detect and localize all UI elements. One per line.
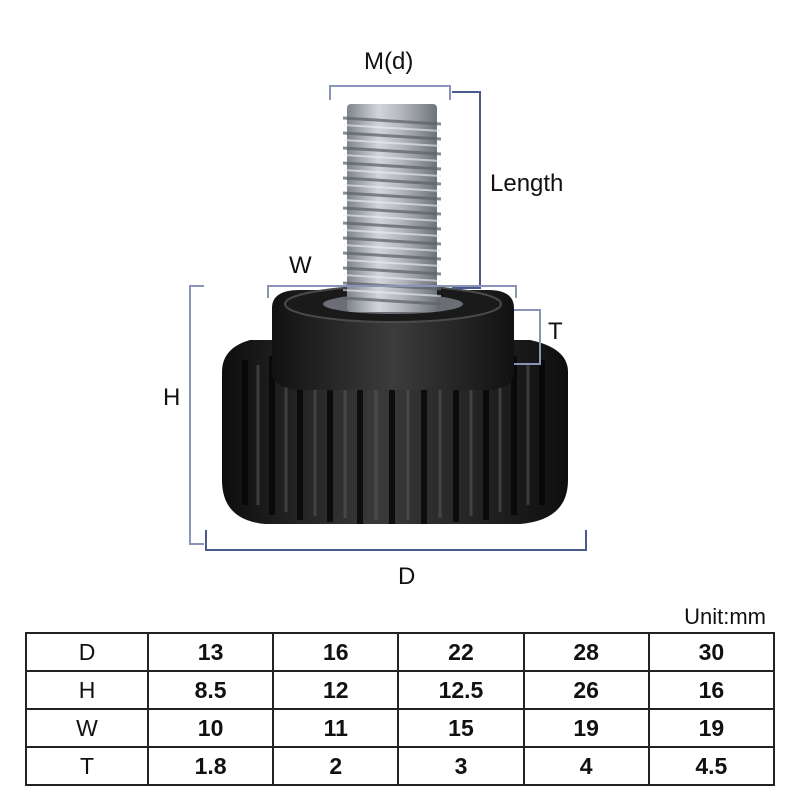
d-dimension-line — [205, 530, 587, 551]
table-cell: 30 — [647, 632, 776, 672]
md-dimension-line — [329, 85, 451, 100]
w-dimension-line — [267, 285, 517, 298]
table-cell: 4.5 — [647, 746, 776, 786]
table-cell: 28 — [522, 632, 650, 672]
table-cell: 8.5 — [146, 670, 275, 710]
w-label: W — [289, 252, 312, 279]
table-cell: 22 — [397, 632, 525, 672]
row-header: H — [25, 670, 149, 710]
table-cell: 12 — [272, 670, 400, 710]
table-cell: 10 — [146, 708, 275, 748]
row-header: W — [25, 708, 149, 748]
t-label: T — [548, 318, 563, 345]
table-cell: 15 — [397, 708, 525, 748]
h-dimension-line — [189, 285, 204, 545]
table-row: T 1.8 2 3 4 4.5 — [25, 746, 776, 786]
unit-label: Unit:mm — [684, 604, 766, 629]
table-row: D 13 16 22 28 30 — [25, 632, 776, 672]
table-cell: 19 — [522, 708, 650, 748]
table-cell: 13 — [146, 632, 275, 672]
length-dimension-line — [452, 91, 481, 289]
threaded-stud — [342, 104, 442, 312]
table-cell: 1.8 — [146, 746, 275, 786]
table-cell: 26 — [522, 670, 650, 710]
table-row: H 8.5 12 12.5 26 16 — [25, 670, 776, 710]
dimension-lines — [189, 85, 587, 551]
table-row: W 10 11 15 19 19 — [25, 708, 776, 748]
table-cell: 16 — [647, 670, 776, 710]
table-cell: 16 — [272, 632, 400, 672]
knob-diagram — [189, 85, 587, 551]
table-cell: 12.5 — [397, 670, 525, 710]
table-cell: 2 — [272, 746, 400, 786]
table-cell: 19 — [647, 708, 776, 748]
d-label: D — [398, 563, 416, 590]
row-header: T — [25, 746, 149, 786]
table-cell: 3 — [397, 746, 525, 786]
md-label: M(d) — [364, 48, 414, 75]
t-dimension-line — [514, 309, 541, 365]
table-cell: 11 — [272, 708, 400, 748]
spec-table: D 13 16 22 28 30 H 8.5 12 12.5 26 16 W 1… — [25, 632, 776, 786]
length-label: Length — [490, 170, 564, 197]
row-header: D — [25, 632, 149, 672]
table-cell: 4 — [522, 746, 650, 786]
h-label: H — [163, 384, 181, 411]
